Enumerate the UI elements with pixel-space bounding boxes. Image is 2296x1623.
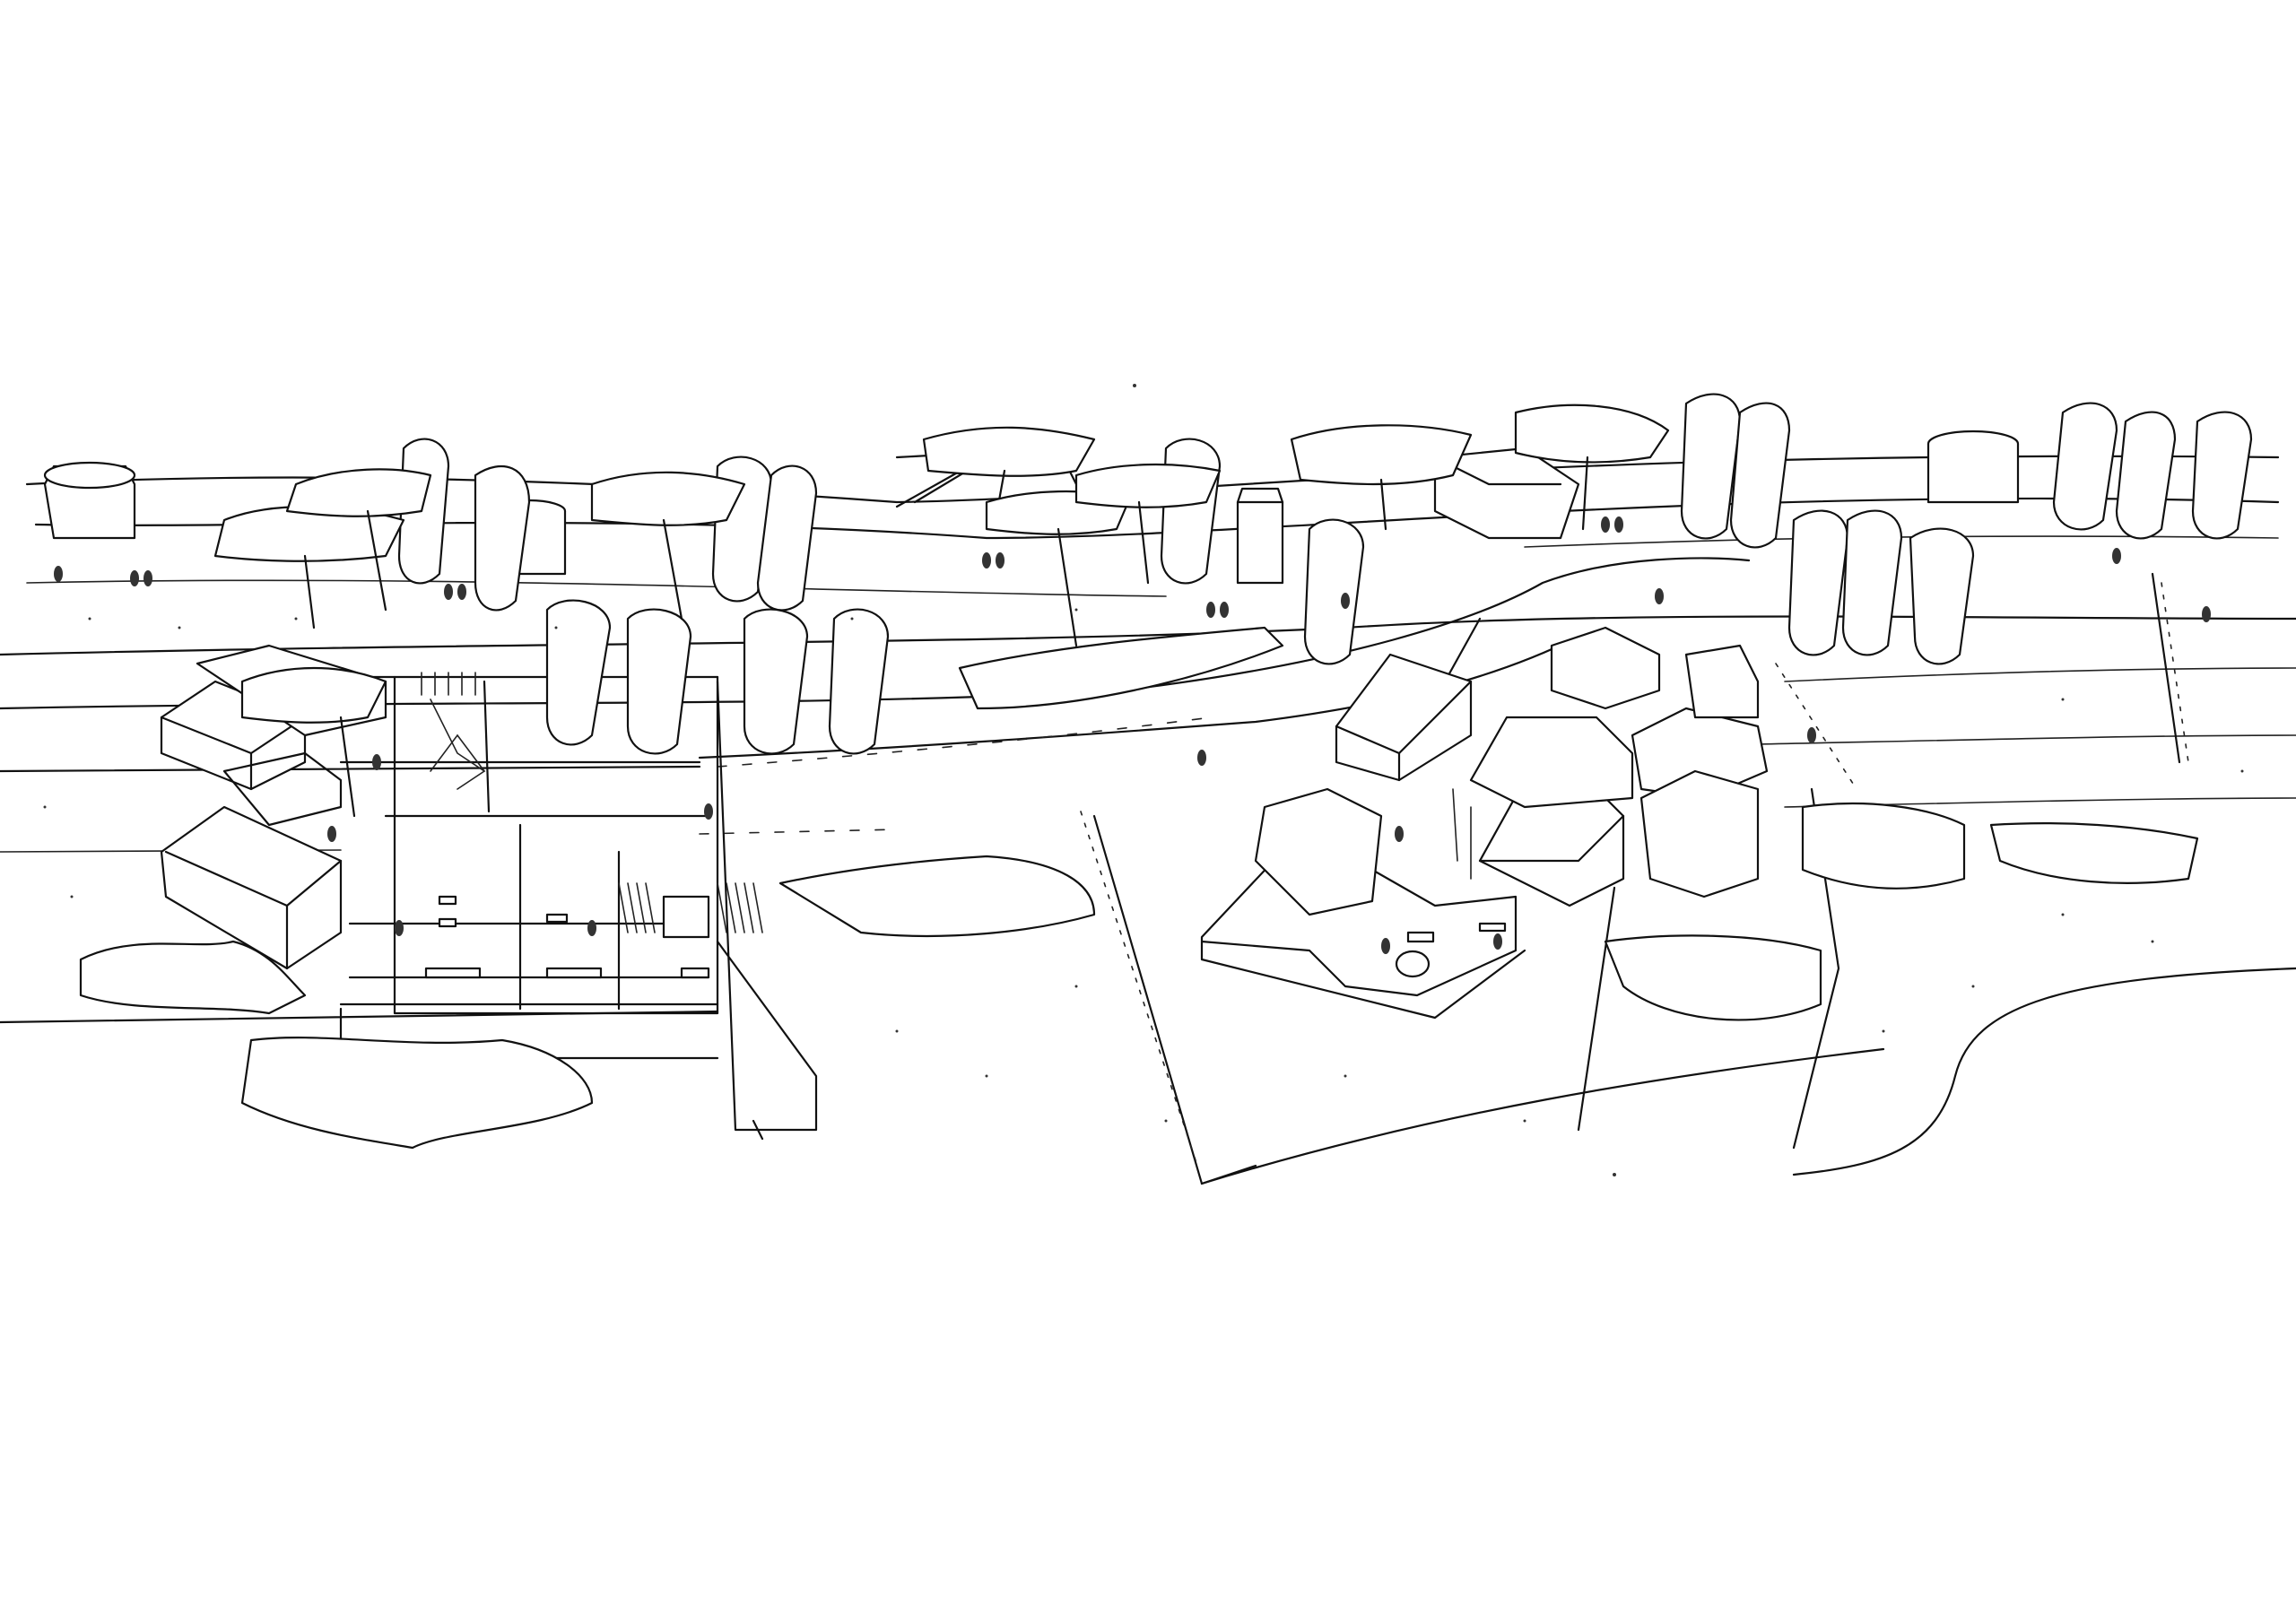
ground-stipple <box>43 384 2244 1176</box>
road-markings <box>699 582 2189 1167</box>
umbrella-pines <box>213 404 1670 818</box>
bench-marks <box>421 672 476 696</box>
right-building-cluster <box>1200 626 1769 1020</box>
pergola-slats <box>618 882 763 933</box>
pedestrians <box>54 516 2211 954</box>
hedges <box>79 626 2199 1150</box>
